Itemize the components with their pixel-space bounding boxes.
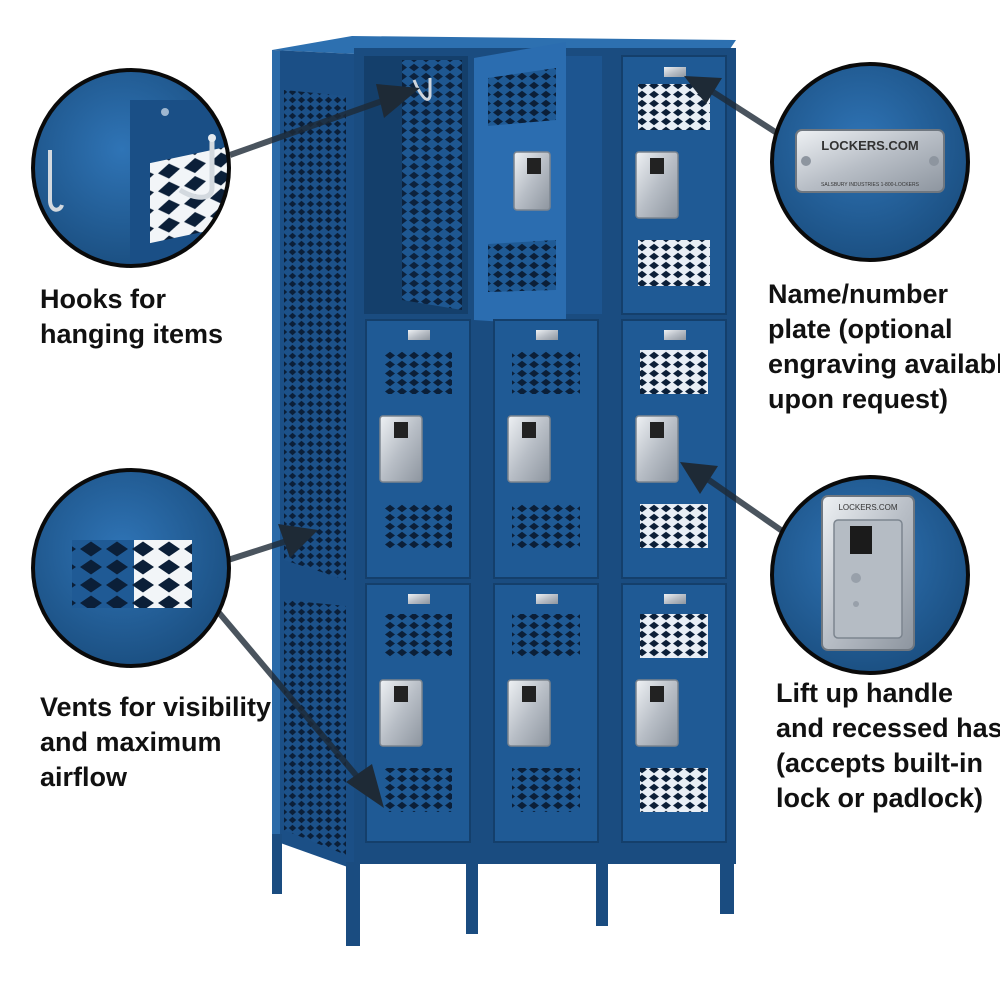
vents-detail-circle: [31, 468, 231, 668]
hasp: [522, 422, 536, 438]
hasp: [394, 686, 408, 702]
vent: [384, 350, 452, 394]
locker-door: [493, 319, 599, 579]
vent: [384, 614, 452, 658]
vent: [512, 768, 580, 812]
nameplate: [536, 594, 558, 604]
nameplate: [664, 594, 686, 604]
handle: [379, 415, 423, 483]
hook-icon: [48, 150, 64, 212]
handle-text: LOCKERS.COM: [838, 503, 897, 512]
handle: [507, 415, 551, 483]
handle: [635, 415, 679, 483]
vent: [640, 768, 708, 812]
hooks-detail-circle: [31, 68, 231, 268]
nameplate: [664, 330, 686, 340]
locker-doors: [365, 319, 727, 843]
vent: [512, 504, 580, 548]
nameplate-callout-label: Name/number plate (optional engraving av…: [768, 279, 1000, 414]
vent: [640, 350, 708, 394]
locker-door: [621, 583, 727, 843]
plate-subtext: SALSBURY INDUSTRIES 1-800-LOCKERS: [821, 182, 920, 188]
plate-text: LOCKERS.COM: [821, 138, 919, 153]
locker-door: [365, 583, 471, 843]
vent: [640, 614, 708, 658]
callout-arrows: [212, 76, 790, 808]
nameplate: [408, 594, 430, 604]
hook-icon: [412, 78, 432, 101]
nameplate-detail-circle: LOCKERS.COM SALSBURY INDUSTRIES 1-800-LO…: [770, 62, 970, 262]
locker-unit: [272, 36, 736, 946]
locker-door: [621, 319, 727, 579]
vent: [512, 614, 580, 658]
nameplate: [536, 330, 558, 340]
hasp: [394, 422, 408, 438]
locker-door: [493, 583, 599, 843]
nameplate: [408, 330, 430, 340]
vent: [640, 504, 708, 548]
handle: [635, 679, 679, 747]
hasp: [650, 422, 664, 438]
hook-icon: [178, 140, 215, 200]
handle: [379, 679, 423, 747]
vent: [384, 768, 452, 812]
locker-door: [365, 319, 471, 579]
handle-detail-circle: LOCKERS.COM: [770, 475, 970, 675]
hasp: [650, 686, 664, 702]
hooks-callout-label: Hooks for hanging items: [40, 284, 224, 349]
vent: [512, 350, 580, 394]
vents-callout-label: Vents for visibility and maximum airflow: [40, 692, 272, 792]
handle: [507, 679, 551, 747]
vent: [384, 504, 452, 548]
hasp: [522, 686, 536, 702]
handle-callout-label: Lift up handle and recessed hasp (accept…: [776, 678, 1000, 813]
